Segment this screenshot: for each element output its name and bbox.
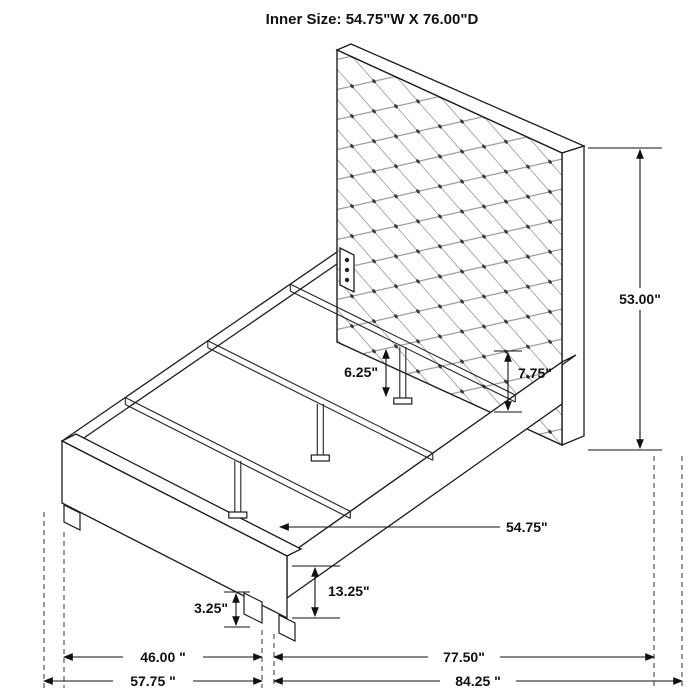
- dimension-outer-length: 84.25 ": [272, 671, 684, 691]
- near-side-rail: [286, 354, 577, 600]
- far-rail-bottom-edge: [61, 263, 338, 454]
- center-leg: [228, 461, 248, 519]
- dim-label-headboard-height: 53.00": [619, 291, 661, 307]
- dimension-inner-width: 46.00 ": [62, 647, 264, 667]
- dimension-inner-length: 77.50": [272, 647, 656, 667]
- headboard-front-tufted-panel: [336, 48, 563, 447]
- footboard-mid-leg: [243, 592, 263, 624]
- dim-label-inner-width: 46.00 ": [140, 649, 186, 665]
- dim-label-footboard-height: 13.25": [328, 583, 370, 599]
- dimension-foot-leg-height: 3.25": [194, 591, 250, 628]
- slat: [124, 397, 351, 519]
- footboard: [60, 433, 303, 642]
- slat: [207, 340, 434, 461]
- headboard-side-panel: [561, 145, 585, 446]
- dim-label-center-leg-height: 6.25": [344, 364, 378, 380]
- dim-label-outer-length: 84.25 ": [455, 673, 501, 689]
- dimension-headboard-height: 53.00": [588, 147, 674, 451]
- bracket-hole: [344, 257, 350, 263]
- mounting-bracket: [339, 246, 355, 294]
- dimension-rail-height: 7.75": [494, 350, 552, 413]
- far-rail-top-edge: [61, 251, 338, 442]
- slat: [289, 283, 516, 403]
- footboard-left-leg: [63, 504, 81, 531]
- dimension-footboard-height: 13.25": [292, 565, 370, 619]
- footboard-corner-leg: [278, 614, 296, 642]
- bracket-hole: [344, 277, 350, 283]
- dim-label-slat-length: 54.75": [506, 519, 548, 535]
- dim-label-inner-length: 77.50": [443, 649, 485, 665]
- dimension-center-leg-height: 6.25": [344, 348, 390, 398]
- dimension-slat-length: 54.75": [278, 519, 548, 535]
- center-leg: [310, 404, 330, 462]
- far-side-rail: [61, 251, 338, 454]
- dim-label-rail-height: 7.75": [518, 365, 552, 381]
- footboard-front-face: [61, 439, 288, 620]
- center-leg: [393, 347, 413, 405]
- dim-label-foot-leg-height: 3.25": [194, 600, 228, 616]
- headboard: [335, 43, 586, 447]
- dimension-outer-width: 57.75 ": [42, 671, 264, 691]
- near-rail-inner-face: [286, 360, 563, 600]
- dim-label-outer-width: 57.75 ": [130, 673, 176, 689]
- page-title: Inner Size: 54.75"W X 76.00"D: [266, 11, 479, 28]
- bracket-hole: [344, 267, 350, 273]
- support-slats: [124, 283, 516, 519]
